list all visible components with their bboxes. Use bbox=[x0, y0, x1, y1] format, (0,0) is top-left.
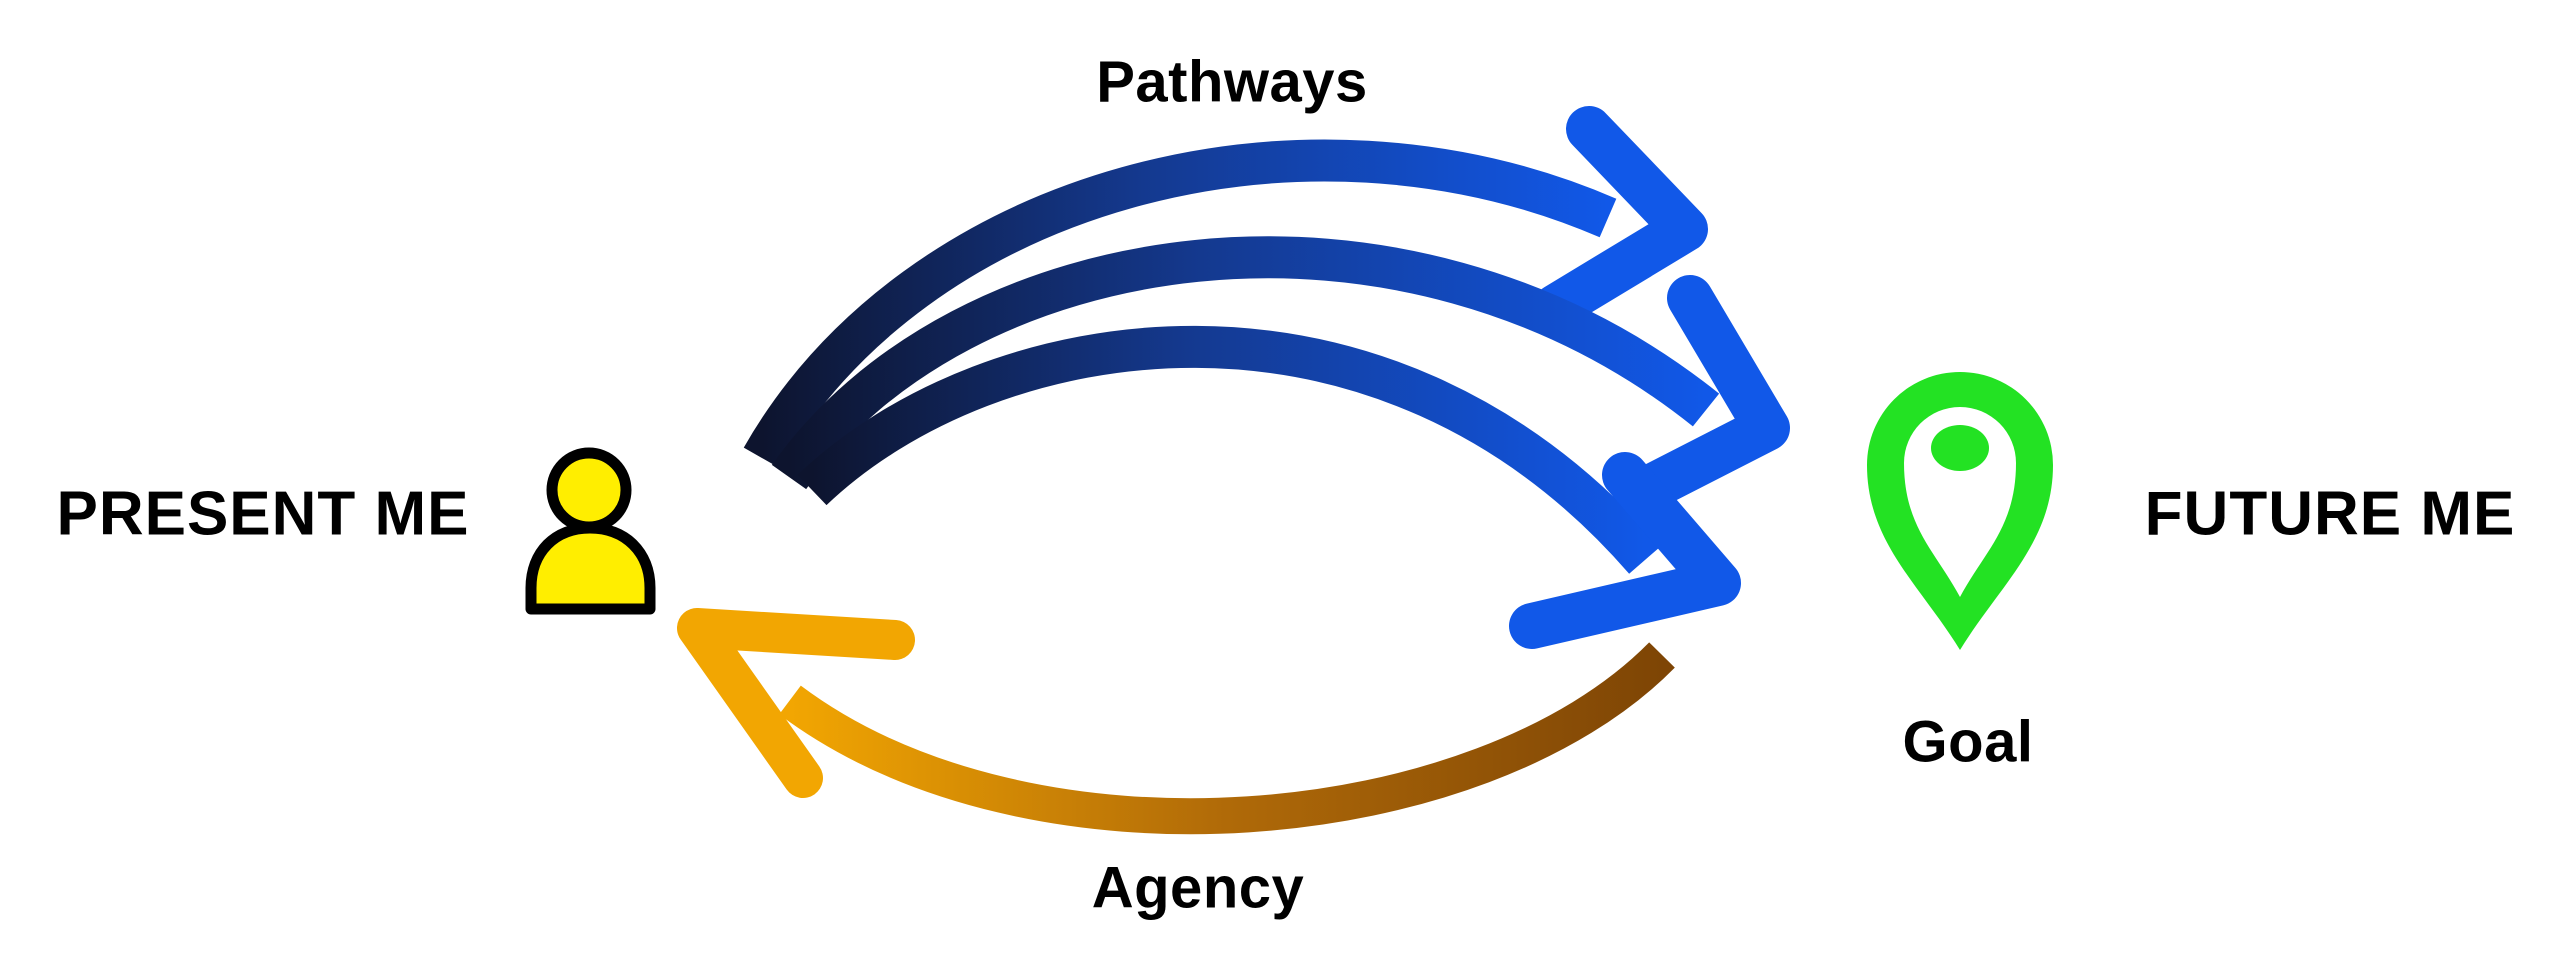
pathways-arrow-bottom-head-icon bbox=[1509, 452, 1741, 649]
pathways-arrow-top bbox=[743, 106, 1708, 469]
pathways-arrow-bottom bbox=[797, 325, 1741, 649]
person-icon bbox=[525, 447, 656, 615]
person-body bbox=[525, 522, 656, 615]
location-pin-icon bbox=[1867, 372, 2053, 650]
pathways-arrow-bottom-shaft bbox=[797, 325, 1661, 574]
pin-inner bbox=[1904, 407, 2016, 597]
pathways-arrow-top-shaft bbox=[743, 139, 1617, 469]
pathways-arrow-top-head-icon bbox=[1533, 106, 1708, 330]
pathways-arrow-middle-head-icon bbox=[1613, 275, 1790, 518]
agency-arrow-shaft bbox=[779, 642, 1675, 835]
pathways-arrow-middle bbox=[771, 236, 1790, 518]
present-me-label: PRESENT ME bbox=[56, 479, 470, 549]
person-head bbox=[546, 447, 632, 533]
pathways-arrow-middle-shaft bbox=[771, 236, 1720, 490]
pathways-label: Pathways bbox=[1096, 49, 1368, 115]
pin-dot bbox=[1931, 425, 1989, 471]
agency-label: Agency bbox=[1091, 855, 1305, 921]
agency-arrow bbox=[677, 608, 1675, 835]
goal-label: Goal bbox=[1902, 709, 2034, 775]
agency-arrow-head-icon bbox=[677, 608, 915, 798]
future-me-label: FUTURE ME bbox=[2144, 479, 2516, 549]
